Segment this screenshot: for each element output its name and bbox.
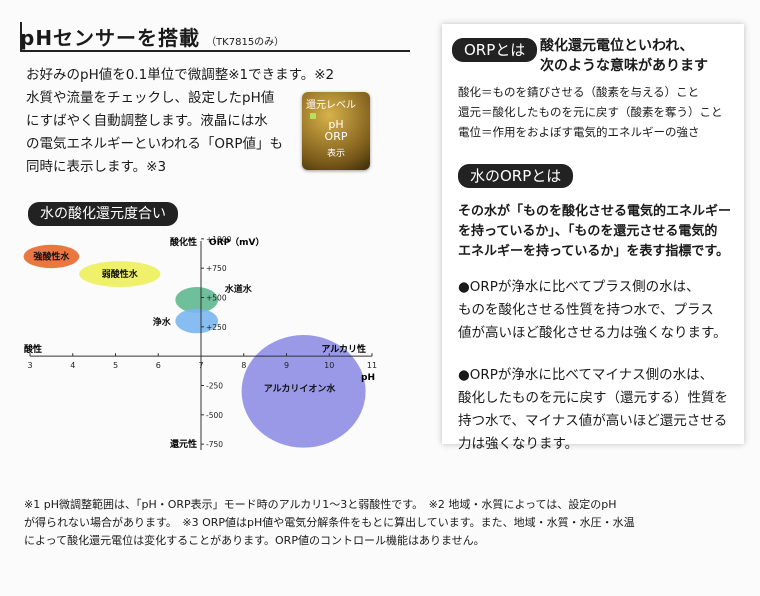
badge-title: 還元レベル: [306, 100, 356, 111]
x-tick-label: 5: [113, 361, 118, 370]
bullet-line: 値が高いほど酸化させる力は強くなります。: [458, 325, 727, 341]
region-label: アルカリイオン水: [264, 382, 337, 394]
water-orp-heading: その水が「ものを酸化させる電気的エネルギー を持っているか」、「ものを還元させる…: [458, 202, 731, 262]
y-tick-label: +250: [206, 323, 227, 332]
water-heading-line: エネルギーを持っているか」を表す指標です。: [458, 244, 730, 259]
x-tick-label: 6: [156, 361, 161, 370]
orp-info-panel: [442, 24, 744, 444]
orp-definitions: 酸化＝ものを錆びさせる（酸素を与える）こと 還元＝酸化したものを元に戻す（酸素を…: [458, 82, 723, 142]
bullet-line: ●ORPが浄水に比べてマイナス側の水は、: [458, 367, 714, 383]
region-ellipse: [23, 244, 80, 269]
orp-heading-line: 酸化還元電位といわれ、: [540, 38, 694, 54]
water-heading-line: を持っているか」、「ものを還元させる電気的: [458, 224, 718, 239]
intro-line: 同時に表示します。※3: [26, 159, 167, 175]
bullet-plus: ●ORPが浄水に比べてプラス側の水は、 ものを酸化させる性質を持つ水で、プラス …: [458, 276, 727, 345]
bullet-minus: ●ORPが浄水に比べてマイナス側の水は、 酸化したものを元に戻す（還元する）性質…: [458, 364, 728, 456]
y-axis-title: ORP（mV）: [209, 237, 265, 248]
x-right-label: アルカリ性: [321, 343, 366, 355]
y-top-label: 酸化性: [170, 236, 197, 248]
intro-line: の電気エネルギーといわれる「ORP値」も: [26, 136, 283, 152]
x-tick-label: 3: [27, 361, 32, 370]
water-heading-line: その水が「ものを酸化させる電気的エネルギー: [458, 204, 732, 219]
y-tick-label: +750: [206, 264, 227, 273]
page-title: pHセンサーを搭載: [20, 26, 201, 50]
orp-pill: ORPとは: [452, 38, 538, 62]
water-orp-pill: 水のORPとは: [458, 164, 574, 188]
intro-line: にすばやく自動調整します。液晶には水: [26, 113, 268, 129]
region-ellipse: [79, 261, 161, 287]
chart-heading-pill: 水の酸化還元度合い: [28, 202, 178, 226]
bullet-line: 力は強くなります。: [458, 436, 579, 452]
y-tick-label: -750: [206, 440, 223, 449]
bullet-line: 酸化したものを元に戻す（還元する）性質を: [458, 390, 728, 406]
y-tick-label: +500: [206, 294, 227, 303]
badge-orp: ORP: [324, 130, 348, 143]
definition-oxidation: 酸化＝ものを錆びさせる（酸素を与える）こと: [458, 85, 700, 99]
page-subtitle: （TK7815のみ）: [206, 37, 285, 48]
x-tick-label: 11: [367, 361, 377, 370]
bullet-line: 持つ水で、マイナス値が高いほど還元させる: [458, 413, 728, 429]
y-tick-label: -500: [206, 411, 223, 420]
definition-reduction: 還元＝酸化したものを元に戻す（酸素を奪う）こと: [458, 105, 723, 119]
x-tick-label: 9: [284, 361, 289, 370]
definition-potential: 電位＝作用をおよぼす電気的エネルギーの強さ: [458, 125, 700, 139]
footnotes: ※1 pH微調整範囲は、「pH・ORP表示」モード時のアルカリ1〜3と弱酸性です…: [24, 496, 744, 550]
footnote-line: によって酸化還元電位は変化することがあります。ORP値のコントロール機能はありま…: [24, 534, 485, 547]
bullet-line: ものを酸化させる性質を持つ水で、プラス: [458, 302, 714, 318]
orp-heading-line: 次のような意味があります: [540, 58, 708, 74]
intro-line: 水質や流量をチェックし、設定したpH値: [26, 90, 275, 106]
bullet-line: ●ORPが浄水に比べてプラス側の水は、: [458, 279, 700, 295]
x-left-label: 酸性: [24, 343, 42, 355]
x-tick-label: 7: [198, 361, 203, 370]
x-tick-label: 10: [324, 361, 334, 370]
section-title: pHセンサーを搭載 （TK7815のみ）: [20, 22, 284, 51]
badge-ph: pH: [328, 118, 344, 131]
region-ellipse: [175, 308, 219, 334]
led-indicator-icon: [310, 113, 316, 119]
y-tick-label: +1000: [206, 235, 232, 244]
reduction-level-display-image: 還元レベル pH ORP 表示: [302, 92, 370, 170]
orp-ph-chart: 3 4 5 6 7 8 9 10 11 +1000 +750 +500 +250 -250 -500 -750…: [23, 235, 377, 450]
x-tick-label: 4: [70, 361, 75, 370]
orp-heading: 酸化還元電位といわれ、 次のような意味があります: [540, 36, 708, 76]
x-tick-label: 8: [241, 361, 246, 370]
badge-display: 表示: [326, 149, 345, 159]
region-label: 弱酸性水: [102, 268, 139, 280]
region-label: 水道水: [225, 283, 253, 295]
region-ellipse: [175, 286, 219, 313]
region-label: 強酸性水: [33, 250, 70, 262]
footnote-line: が得られない場合があります。 ※3 ORP値はpH値や電気分解条件をもとに算出し…: [24, 516, 635, 529]
intro-line: お好みのpH値を0.1単位で微調整※1できます。※2: [26, 67, 335, 83]
footnote-line: ※1 pH微調整範囲は、「pH・ORP表示」モード時のアルカリ1〜3と弱酸性です…: [24, 498, 617, 511]
title-bracket: [20, 22, 22, 52]
y-tick-label: -250: [206, 381, 223, 390]
title-underline: [20, 50, 410, 52]
region-ellipse: [241, 335, 366, 448]
badge-labels: pH ORP: [302, 119, 370, 143]
region-label: 浄水: [153, 316, 172, 328]
intro-text: お好みのpH値を0.1単位で微調整※1できます。※2 水質や流量をチェックし、設…: [26, 64, 426, 179]
x-axis-title: pH: [361, 373, 375, 383]
y-bottom-label: 還元性: [170, 438, 197, 450]
